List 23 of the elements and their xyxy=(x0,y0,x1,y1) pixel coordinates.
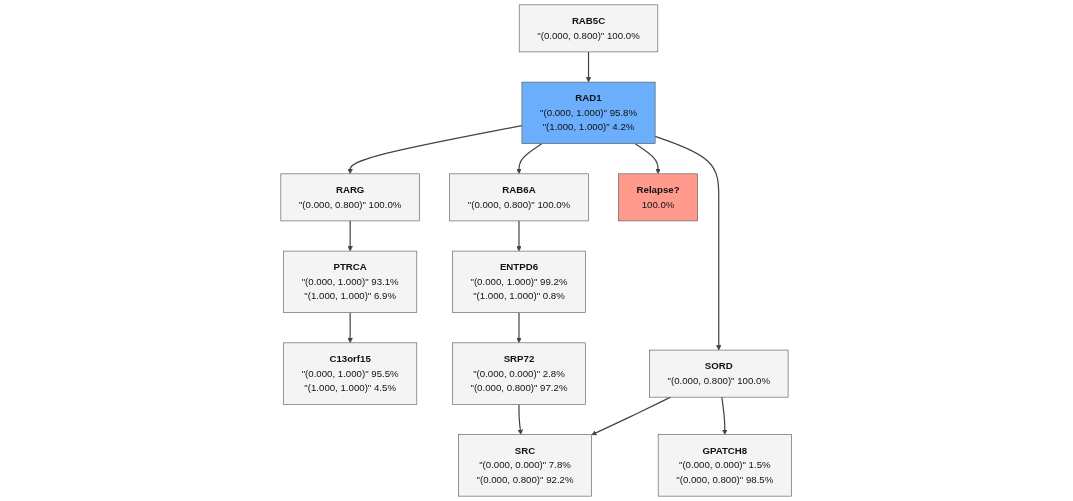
arrow xyxy=(654,135,722,351)
arrow xyxy=(347,312,354,344)
node-box: SORD "(0.000, 0.800)" 100.0% xyxy=(649,349,789,398)
node-box: RAB5C "(0.000, 0.800)" 100.0% xyxy=(519,4,659,53)
node-box: RARG "(0.000, 0.800)" 100.0% xyxy=(280,173,421,222)
arrow xyxy=(516,312,522,344)
arrow xyxy=(347,125,523,175)
arrow xyxy=(516,220,522,252)
node-box: RAB6A "(0.000, 0.800)" 100.0% xyxy=(449,173,589,222)
node-box: ENTPD6 "(0.000, 1.000)" 99.2% "(1.000, 1.000)" 0.8% xyxy=(452,250,587,313)
node-box: SRC "(0.000, 0.000)" 7.8% "(0.000, 0.800)" 92.2% xyxy=(458,434,593,497)
arrow xyxy=(516,143,543,175)
arrow xyxy=(347,220,354,252)
node-box: Relapse? 100.0% xyxy=(618,173,699,222)
node-box: GPATCH8 "(0.000, 0.000)" 1.5% "(0.000, 0.800)" 98.5% xyxy=(658,434,793,497)
node-box: RAD1 "(0.000, 1.000)" 95.8% "(1.000, 1.000)" 4.2% xyxy=(521,81,656,144)
node-box: PTRCA "(0.000, 1.000)" 93.1% "(1.000, 1.000)" 6.9% xyxy=(283,250,418,313)
arrow xyxy=(518,403,524,435)
arrow xyxy=(721,396,728,435)
arrow xyxy=(586,51,592,83)
arrow xyxy=(634,143,662,175)
node-box: SRP72 "(0.000, 0.000)" 2.8% "(0.000, 0.800)" 97.2% xyxy=(452,342,587,405)
node-box: C13orf15 "(0.000, 1.000)" 95.5% "(1.000, 1.000)" 4.5% xyxy=(283,342,418,405)
